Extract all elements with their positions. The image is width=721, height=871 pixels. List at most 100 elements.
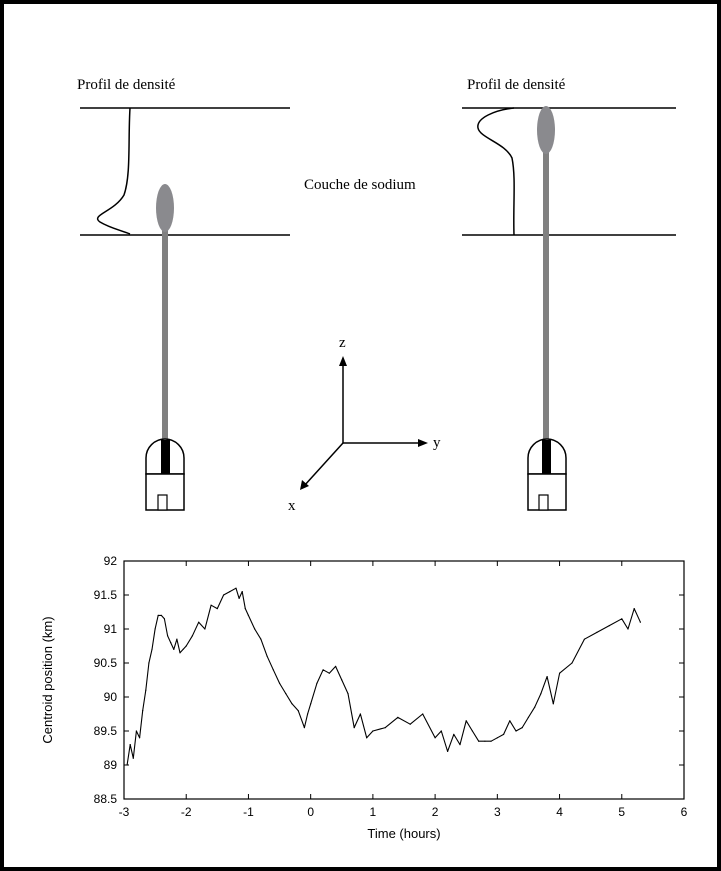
left-profile-label: Profil de densité — [77, 77, 176, 93]
data-point — [540, 693, 542, 695]
data-point — [384, 727, 386, 729]
data-point — [459, 744, 461, 746]
data-point — [633, 608, 635, 610]
right-observatory-icon — [527, 438, 567, 511]
data-point — [627, 628, 629, 630]
x-tick-label: -3 — [119, 805, 130, 819]
x-tick-label: -2 — [181, 805, 192, 819]
data-point — [434, 737, 436, 739]
data-point — [515, 730, 517, 732]
data-point — [266, 655, 268, 657]
data-point — [303, 727, 305, 729]
data-point — [353, 727, 355, 729]
series-points — [126, 587, 642, 766]
data-point — [151, 648, 153, 651]
data-point — [272, 669, 274, 671]
data-point — [347, 693, 349, 695]
right-profile-label: Profil de densité — [467, 77, 566, 93]
y-tick-label: 90 — [104, 690, 118, 704]
data-point — [204, 628, 206, 630]
y-tick-label: 90.5 — [94, 656, 118, 670]
data-point — [210, 604, 212, 606]
x-tick-label: -1 — [243, 805, 254, 819]
data-point — [135, 730, 137, 732]
data-point — [571, 662, 573, 664]
data-point — [241, 591, 243, 593]
data-point — [139, 737, 141, 739]
right-density-curve — [477, 107, 515, 236]
data-point — [285, 693, 287, 695]
y-tick-label: 89.5 — [94, 724, 118, 738]
data-point — [527, 716, 530, 719]
data-point — [316, 682, 318, 685]
chart-ticks — [123, 560, 685, 800]
right-laser-spot — [537, 106, 555, 154]
data-point — [223, 594, 225, 596]
y-axis-title: Centroid position (km) — [40, 616, 55, 743]
data-point — [496, 737, 498, 739]
left-observatory-icon — [145, 438, 185, 511]
data-point — [621, 618, 623, 620]
data-point — [447, 750, 449, 753]
y-tick-label: 91 — [104, 622, 118, 636]
data-point — [366, 737, 368, 739]
data-point — [148, 662, 150, 664]
data-point — [216, 608, 218, 610]
y-tick-label: 89 — [104, 758, 118, 772]
data-point — [157, 614, 159, 617]
data-point — [322, 669, 324, 671]
data-point — [176, 638, 178, 640]
data-point — [534, 706, 536, 708]
x-tick-label: 6 — [681, 805, 688, 819]
data-point — [170, 642, 172, 644]
data-point — [471, 730, 473, 732]
data-point — [397, 716, 399, 719]
x-axis-title: Time (hours) — [367, 826, 440, 841]
data-point — [132, 757, 134, 759]
data-point — [163, 618, 165, 620]
sodium-layer-label: Couche de sodium — [304, 177, 416, 193]
left-laser-spot — [156, 184, 174, 232]
data-point — [478, 740, 480, 742]
data-point — [167, 635, 169, 637]
data-point — [198, 621, 200, 623]
data-point — [129, 744, 131, 746]
data-point — [307, 713, 309, 715]
data-point — [639, 621, 642, 623]
sodium-layer-diagram: Profil de densité Profil de densité Couc… — [77, 77, 676, 514]
data-point — [335, 665, 337, 668]
data-point — [409, 723, 411, 725]
x-tick-label: 5 — [618, 805, 625, 819]
data-point — [247, 614, 249, 617]
x-tick-label: 3 — [494, 805, 501, 819]
data-point — [490, 740, 492, 742]
data-point — [260, 638, 262, 640]
data-point — [341, 679, 343, 681]
data-point — [182, 648, 184, 651]
data-point — [126, 764, 128, 766]
data-point — [440, 730, 442, 732]
data-point — [552, 703, 554, 705]
data-point — [254, 628, 256, 630]
data-point — [229, 591, 231, 593]
data-point — [583, 638, 586, 640]
data-point — [310, 703, 312, 705]
data-point — [503, 733, 505, 736]
y-tick-label: 92 — [104, 554, 118, 568]
z-axis-label: z — [339, 335, 346, 351]
data-point — [372, 730, 374, 732]
data-point — [608, 625, 610, 627]
data-point — [559, 672, 561, 674]
y-tick-label: 91.5 — [94, 588, 118, 602]
series-line — [126, 587, 641, 766]
data-point — [235, 587, 237, 589]
x-tick-label: 2 — [432, 805, 439, 819]
y-axis-label: y — [433, 435, 441, 451]
data-point — [191, 635, 193, 637]
data-point — [509, 720, 511, 722]
data-point — [596, 631, 598, 634]
